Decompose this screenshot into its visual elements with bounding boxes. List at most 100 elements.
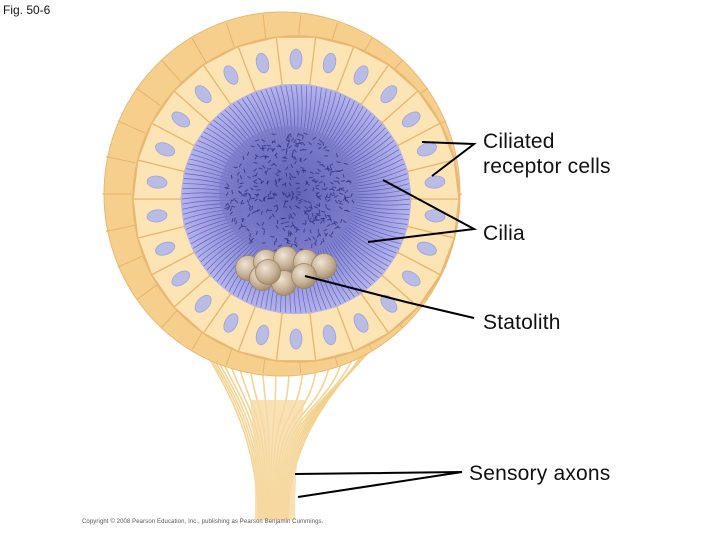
cilium-tip xyxy=(329,193,331,198)
cilium-tip xyxy=(254,193,259,196)
cilium-tip xyxy=(278,244,283,247)
cilium-tip xyxy=(334,194,339,198)
cilium-tip xyxy=(289,205,292,210)
cilium-tip xyxy=(282,192,287,196)
cilium-tip xyxy=(286,133,291,138)
cilium-tip xyxy=(324,232,327,237)
cilium-tip xyxy=(274,183,278,187)
cilium-tip xyxy=(262,197,265,202)
cilium xyxy=(331,240,372,286)
cilium-tip xyxy=(329,166,333,171)
cilium-tip xyxy=(231,218,234,223)
cilium-tip xyxy=(338,187,341,192)
cilium-tip xyxy=(293,139,297,144)
inner-cilia-mass xyxy=(219,126,359,258)
cilium-tip xyxy=(276,170,281,174)
cell-nucleus xyxy=(146,209,168,223)
cilium-tip xyxy=(247,213,251,218)
cilium-tip xyxy=(337,199,343,203)
cilium xyxy=(335,236,379,279)
cilium-tip xyxy=(308,141,312,146)
cilium-tip xyxy=(238,185,243,189)
cilium-tip xyxy=(248,193,252,199)
cilium-tip xyxy=(299,134,304,137)
cilium-tip xyxy=(329,181,334,185)
cilium-tip xyxy=(229,211,233,216)
cilium-tip xyxy=(296,170,301,173)
cilium-tip xyxy=(264,170,268,174)
cilium-tip xyxy=(247,175,252,179)
cilium-tip xyxy=(258,167,263,170)
cilium-tip xyxy=(226,183,230,187)
cilium-tip xyxy=(345,209,350,213)
cilium-tip xyxy=(266,147,270,152)
outer-cell-wall xyxy=(136,87,161,107)
cilium-tip xyxy=(303,132,308,136)
cell-nucleus xyxy=(401,111,421,128)
cilium-tip xyxy=(294,237,297,242)
cilium-tip xyxy=(285,172,288,177)
cilium-tip xyxy=(294,160,297,165)
cilium-tip xyxy=(281,149,286,151)
cilium-tip xyxy=(319,164,324,166)
cilium-tip xyxy=(313,205,319,209)
cilium-tip xyxy=(298,198,303,202)
outer-cell-wall xyxy=(105,224,136,232)
cilium-tip xyxy=(251,205,253,210)
cilium-tip xyxy=(350,193,353,198)
cilium-tip xyxy=(326,207,331,211)
axon-stalk xyxy=(250,400,305,520)
cilium-tip xyxy=(298,141,303,145)
axons-leader xyxy=(294,471,463,498)
cilium-tip xyxy=(285,136,290,140)
cilium-tip xyxy=(320,219,323,224)
cilium-tip xyxy=(340,179,346,182)
cilium-tip xyxy=(286,241,291,245)
cilium-tip xyxy=(329,163,334,166)
cell-nucleus xyxy=(401,270,421,287)
cilium-tip xyxy=(250,237,255,242)
cell-nucleus xyxy=(353,65,369,85)
cilium-tip xyxy=(330,192,334,197)
cilium-tip xyxy=(308,209,312,213)
cilium-tip xyxy=(275,238,278,243)
cilium-tip xyxy=(346,199,350,204)
cilium-tip xyxy=(308,206,313,210)
cilium-tip xyxy=(267,159,272,164)
cilium-tip xyxy=(302,142,306,146)
cilium-tip xyxy=(241,217,244,223)
cilium-tip xyxy=(317,195,322,198)
cilium-tip xyxy=(330,231,334,236)
cilium-tip xyxy=(336,161,341,164)
cell-nucleus xyxy=(322,52,337,74)
outer-cell-wall xyxy=(117,254,146,268)
cilium-tip xyxy=(340,218,343,223)
cilium-tip xyxy=(270,162,275,167)
cilium-tip xyxy=(302,223,307,225)
cell-nucleus xyxy=(155,241,176,256)
cilium-tip xyxy=(313,218,318,222)
cilium-tip xyxy=(260,181,265,184)
cilium-tip xyxy=(249,240,254,244)
cilium-tip xyxy=(304,212,309,216)
cilium-tip xyxy=(326,199,331,203)
cilium-tip xyxy=(330,222,336,225)
statolith-grain xyxy=(255,259,281,285)
label-sensory-axons: Sensory axons xyxy=(469,462,611,485)
cilium xyxy=(346,220,401,245)
cilium-tip xyxy=(315,219,321,221)
cilium-tip xyxy=(288,182,292,187)
cilium-tip xyxy=(337,180,340,185)
cilium-tip xyxy=(224,202,229,207)
cilium-tip xyxy=(282,227,286,232)
cilium-tip xyxy=(246,199,250,204)
cell-nucleus xyxy=(416,241,437,256)
cilium-tip xyxy=(259,155,264,158)
cell-nucleus xyxy=(322,324,337,346)
cilium-tip xyxy=(254,198,259,202)
cilium-tip xyxy=(256,143,261,148)
cilium-tip xyxy=(315,239,317,244)
cilium-tip xyxy=(312,236,316,241)
cilium-tip xyxy=(298,200,302,204)
